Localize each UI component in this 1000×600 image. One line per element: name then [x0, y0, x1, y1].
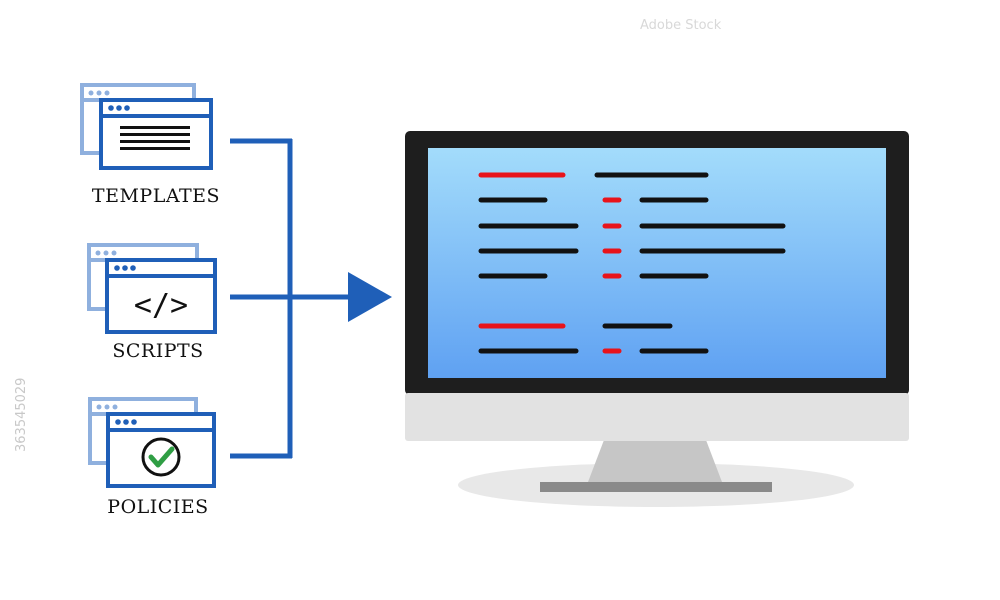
policies-window-stack	[88, 397, 216, 488]
scripts-front-window: </>	[105, 258, 217, 334]
monitor	[405, 131, 909, 507]
watermark-id: 363545029	[14, 377, 29, 452]
text-lines-icon	[120, 126, 190, 150]
scripts-window-stack: </>	[87, 243, 217, 334]
templates-front-window	[99, 98, 213, 170]
policies-front-window	[106, 412, 216, 488]
monitor-foot	[540, 482, 772, 492]
policies-label: POLICIES	[107, 496, 209, 518]
templates-window-stack	[80, 83, 213, 170]
monitor-screen	[428, 148, 886, 378]
watermark-brand: Adobe Stock	[640, 18, 722, 33]
arrow-right-icon	[348, 272, 392, 322]
templates-label: TEMPLATES	[91, 185, 221, 207]
code-brackets-icon: </>	[134, 288, 188, 323]
green-check-icon	[141, 437, 181, 477]
monitor-stand	[588, 440, 722, 482]
scripts-label: SCRIPTS	[112, 340, 204, 362]
flow-connectors	[230, 138, 352, 459]
code-lines	[478, 172, 786, 354]
monitor-chin	[405, 393, 909, 441]
